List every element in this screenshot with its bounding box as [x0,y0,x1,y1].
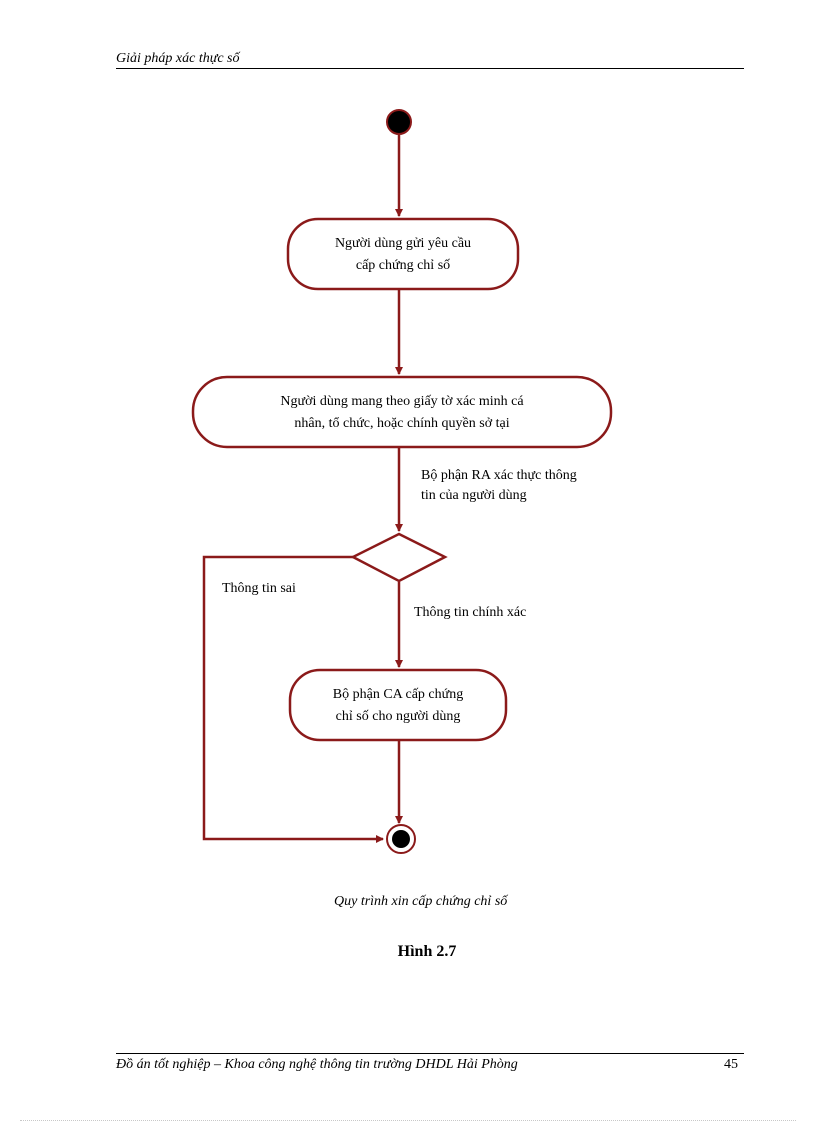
flow-arrow-wrong-info-path [202,555,384,843]
footer-divider [116,1053,744,1054]
page-bottom-border [20,1120,796,1121]
decision-node [350,532,448,583]
page-header-title: Giải pháp xác thực số [116,51,240,66]
figure-caption: Quy trình xin cấp chứng chỉ số [334,894,508,909]
end-node-core [392,830,410,848]
documents-node-label: Người dùng mang theo giấy tờ xác minh cá… [193,391,611,435]
ra-verify-line2: tin của người dùng [421,488,527,503]
start-node [386,109,412,135]
issue-node-line1: Bộ phận CA cấp chứng [332,687,464,702]
request-node-shape [286,217,520,291]
documents-node-line1: Người dùng mang theo giấy tờ xác minh cá [280,394,524,409]
header-divider [116,68,744,69]
wrong-info-label: Thông tin sai [222,581,296,596]
request-node-label: Người dùng gửi yêu cầu cấp chứng chỉ số [288,233,518,277]
ra-verify-label: Bộ phận RA xác thực thông tin của người … [421,466,577,506]
issue-node-label: Bộ phận CA cấp chứng chỉ số cho người dù… [290,684,506,728]
page-number: 45 [724,1057,738,1072]
ra-verify-line1: Bộ phận RA xác thực thông [421,468,577,483]
correct-info-label: Thông tin chính xác [414,605,527,620]
figure-number: Hình 2.7 [397,943,457,960]
documents-node-shape [191,375,613,449]
issue-node-line2: chỉ số cho người dùng [335,709,461,724]
documents-node-line2: nhân, tổ chức, hoặc chính quyền sở tại [294,416,510,431]
issue-node-shape [288,668,508,742]
request-node-line1: Người dùng gửi yêu cầu [334,236,472,251]
footer-text: Đồ án tốt nghiệp – Khoa công nghệ thông … [116,1057,518,1072]
request-node-line2: cấp chứng chỉ số [355,258,451,273]
